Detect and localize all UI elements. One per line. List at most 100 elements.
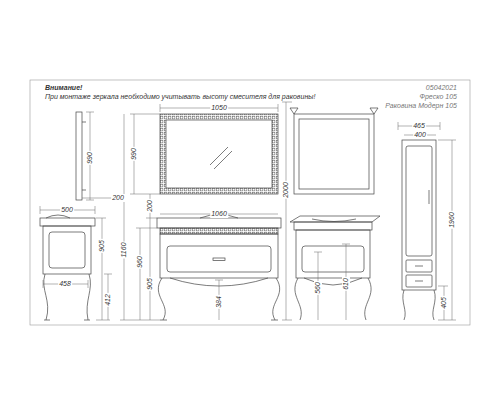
dimension-lines-part — [124, 114, 125, 320]
dimension-lines-part — [440, 122, 441, 130]
side-view-part — [40, 218, 95, 226]
dimension-value: 384 — [215, 295, 223, 309]
dimension-lines-part — [150, 218, 151, 320]
dimension-lines-part — [278, 104, 279, 112]
dimension-lines-part — [314, 252, 322, 253]
dimension-lines-part — [102, 218, 103, 320]
model-caption: Фреско 105 — [418, 93, 458, 101]
perspective-view — [290, 108, 380, 320]
front-view-part — [213, 258, 225, 261]
perspective-view-part — [296, 230, 370, 278]
side-view-part — [49, 232, 85, 268]
dimension-lines — [40, 102, 456, 320]
front-view-part — [157, 218, 281, 228]
dimension-value: 990 — [86, 151, 94, 165]
perspective-view-part — [365, 278, 371, 320]
dimension-lines-part — [82, 198, 112, 199]
front-view-part — [158, 278, 165, 320]
front-view — [157, 114, 281, 320]
dimension-value: 400 — [413, 131, 427, 139]
front-view-part — [214, 151, 232, 169]
perspective-view-part — [304, 278, 362, 285]
front-view-part — [160, 114, 278, 194]
dimension-value: 1050 — [210, 104, 228, 112]
column-cabinet-part — [433, 290, 435, 320]
sheet-frame — [30, 80, 470, 325]
column-cabinet-part — [415, 281, 423, 282]
dimension-lines-part — [86, 200, 94, 201]
model-caption: 05042021 — [425, 84, 458, 92]
dimension-lines-part — [130, 114, 160, 115]
perspective-view-part — [370, 108, 378, 114]
warning-note: При монтаже зеркала необходимо учитывать… — [44, 93, 316, 101]
perspective-view-part — [290, 108, 298, 114]
dimension-value: 412 — [104, 293, 112, 307]
front-view-part — [160, 228, 278, 234]
column-cabinet-part — [406, 275, 432, 287]
dimension-lines-part — [130, 194, 160, 195]
side-view-part — [82, 190, 86, 191]
side-view-part — [43, 226, 91, 274]
dimension-value: 465 — [412, 122, 426, 130]
dimension-lines-part — [96, 218, 106, 219]
dimension-lines-part — [342, 244, 350, 245]
dimension-value: 1160 — [120, 241, 128, 258]
column-cabinet-part — [406, 260, 432, 272]
front-view-part — [160, 320, 167, 321]
dimension-value: 990 — [130, 147, 138, 161]
dimension-lines-part — [215, 280, 223, 281]
dimension-value: 1060 — [210, 210, 228, 218]
column-cabinet-part — [403, 290, 405, 320]
dimension-lines-part — [438, 286, 448, 287]
dimension-lines-part — [438, 140, 456, 141]
dimension-lines-part — [160, 104, 161, 112]
dimension-lines-part — [43, 280, 44, 288]
dimension-value: 2000 — [282, 181, 290, 199]
dimension-lines-part — [86, 112, 94, 113]
front-view-part — [271, 320, 278, 321]
dimension-value: 905 — [98, 239, 106, 253]
dimension-lines-part — [286, 102, 287, 320]
column-cabinet-part — [406, 146, 432, 256]
dimension-lines-part — [282, 102, 292, 103]
perspective-view-part — [302, 246, 364, 272]
dimension-lines-part — [140, 228, 141, 320]
warning-note: Внимание! — [44, 84, 83, 92]
dimension-value: 500 — [60, 206, 74, 214]
side-view-part — [87, 274, 90, 320]
sheet-frame-part — [30, 80, 470, 325]
column-cabinet-part — [402, 140, 436, 290]
dimension-value: 405 — [440, 296, 448, 310]
dimension-lines-part — [104, 274, 112, 275]
front-view-part — [167, 246, 271, 272]
dimension-lines-part — [438, 320, 456, 321]
dimension-lines-part — [398, 122, 399, 130]
model-caption: Раковина Модерн 105 — [384, 102, 458, 110]
side-view-part — [76, 112, 82, 200]
dimension-lines-part — [282, 320, 292, 321]
dimension-value: 200 — [111, 194, 125, 202]
side-view — [40, 112, 95, 320]
side-view-part — [46, 215, 70, 218]
front-view-part — [273, 278, 280, 320]
side-view-part — [44, 320, 50, 321]
front-view-part — [160, 234, 278, 278]
dimension-value: 200 — [146, 199, 154, 213]
perspective-view-part — [295, 278, 301, 320]
dimension-value: 560 — [314, 281, 322, 295]
dimension-value: 458 — [58, 280, 72, 288]
perspective-view-part — [299, 119, 369, 189]
perspective-view-part — [294, 222, 372, 230]
dimension-lines-part — [40, 206, 41, 214]
side-view-part — [84, 320, 90, 321]
side-view-part — [44, 274, 48, 320]
column-cabinet-part — [429, 190, 430, 204]
perspective-view-part — [312, 219, 356, 222]
dimension-value: 1960 — [448, 211, 456, 229]
dimension-lines-part — [136, 228, 157, 229]
dimension-lines-part — [88, 280, 89, 288]
perspective-view-part — [294, 114, 374, 194]
column-cabinet-part — [415, 266, 423, 267]
